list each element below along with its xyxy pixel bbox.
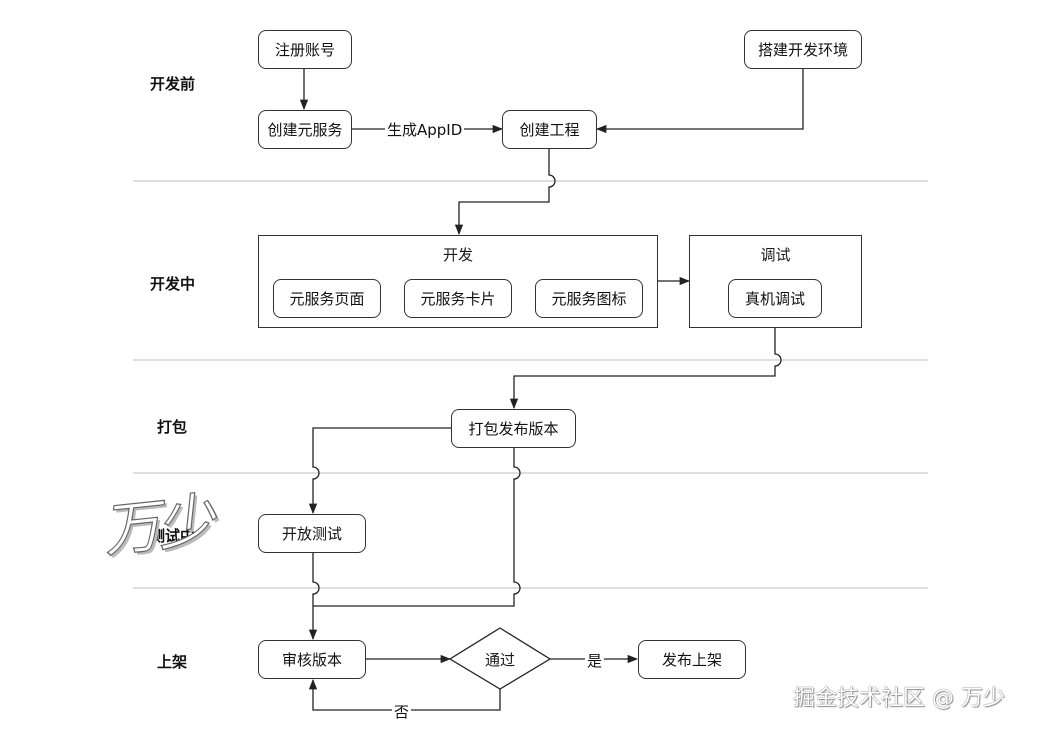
group-debug-title: 调试 — [760, 246, 791, 264]
node-device-debug: 真机调试 — [728, 279, 822, 318]
node-publish: 发布上架 — [638, 640, 746, 679]
edge-label-no: 否 — [392, 701, 412, 722]
node-register: 注册账号 — [258, 30, 352, 69]
lane-label-during: 开发中 — [150, 275, 196, 293]
decision-diamond — [448, 627, 552, 690]
group-develop-title: 开发 — [442, 246, 473, 264]
node-create-service: 创建元服务 — [258, 110, 352, 149]
node-service-icon: 元服务图标 — [535, 279, 643, 318]
lane-label-release: 上架 — [157, 653, 188, 671]
decision-label: 通过 — [484, 651, 515, 669]
edge-env-to-project — [595, 68, 804, 134]
edge-debug-to-package — [509, 328, 782, 410]
edge-project-to-develop — [454, 149, 556, 236]
node-review-version: 审核版本 — [258, 640, 366, 679]
node-create-project: 创建工程 — [502, 110, 597, 149]
edge-test-to-review — [308, 553, 320, 641]
signature-watermark: 万少 — [104, 484, 220, 566]
node-package-release: 打包发布版本 — [451, 409, 576, 448]
edge-label-yes: 是 — [585, 650, 605, 671]
lane-label-pack: 打包 — [157, 418, 188, 436]
brand-watermark: 掘金技术社区 @ 万少 — [793, 686, 1005, 711]
edge-label-generate-appid: 生成AppID — [385, 119, 465, 140]
edge-package-bypass — [313, 448, 521, 607]
node-service-card: 元服务卡片 — [404, 279, 512, 318]
lane-label-test: 测试中 — [150, 527, 196, 545]
node-open-test: 开放测试 — [258, 514, 366, 553]
node-service-page: 元服务页面 — [273, 279, 381, 318]
lane-label-pre: 开发前 — [150, 75, 196, 93]
node-setup-env: 搭建开发环境 — [744, 30, 862, 69]
edge-package-to-test — [308, 427, 451, 515]
